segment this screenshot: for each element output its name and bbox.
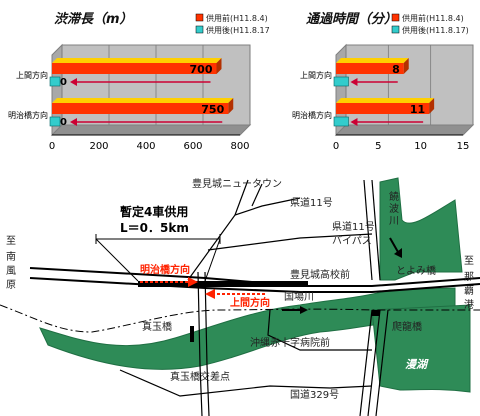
bar-after-label: 0 [60,77,67,88]
label-matama-crossing: 真玉橋交差点 [170,370,230,383]
reduction-arrowhead [70,118,77,126]
bar-after [49,76,61,87]
bar-before-side [228,98,234,114]
legend-swatch-before [195,13,204,22]
category-label: 明治橋方向 [8,110,48,120]
label-bypass-1: 県道11号 [332,220,375,233]
svg-text:波: 波 [389,202,399,215]
label-manko: 漫湖 [405,358,429,371]
x-tick-label: 400 [136,141,155,152]
label-ueno-direction: 上間方向 [230,296,270,309]
reduction-arrowhead [350,78,358,86]
location-map: 暫定4車供用 L＝0．5km 明治橋方向 上間方向 至 南 風 原 至 那 覇 … [0,177,480,416]
bar-before-top [52,58,222,63]
bar-before [52,103,229,114]
label-matama-bridge: 真玉橋 [142,320,172,333]
label-highschool: 豊見城高校前 [290,268,350,281]
label-meiji-direction: 明治橋方向 [140,263,190,276]
bar-before-side [216,58,222,74]
svg-text:港: 港 [464,299,474,311]
bar-value-label: 750 [201,103,224,116]
x-tick-label: 800 [230,141,249,152]
label-left-destination: 至 南 風 原 [6,235,16,291]
x-tick-label: 600 [183,141,202,152]
label-bypass-2: バイパス [332,235,372,247]
label-hiryu-bridge: 爬龍橋 [392,320,422,333]
legend: 供用前(H11.8.4) 供用後(H11.8.17) [391,13,469,35]
label-hospital: 沖縄赤十字病院前 [250,336,330,349]
travel-time-chart: 通過時間（分） 供用前(H11.8.4) 供用後(H11.8.17) 0 5 10 1… [292,11,475,152]
bar-before-side [403,58,409,74]
bridge-marker [190,326,194,342]
x-tick-label: 200 [89,141,108,152]
category-label: 明治橋方向 [292,110,332,120]
x-tick-label: 0 [49,141,55,152]
bar-after [333,76,349,87]
label-route329: 国道329号 [290,388,339,401]
category-label: 上間方向 [16,70,48,80]
legend-label-after: 供用後(H11.8.17) [402,25,469,35]
four-lane-section [138,281,308,287]
reduction-arrowhead [70,78,77,86]
x-tick-label: 0 [333,141,339,152]
river-flow-arrows [282,237,402,314]
label-river-upper: 饒 波 川 [389,190,399,227]
chart-title: 通過時間（分） [306,11,397,27]
plot-floor [50,124,252,136]
svg-text:覇: 覇 [464,285,474,297]
plot-floor [334,124,475,136]
legend: 供用前(H11.8.4) 供用後(H11.8.17) [195,13,270,35]
reduction-arrowhead [350,118,358,126]
legend-swatch-after [391,25,400,34]
x-tick-label: 10 [414,141,427,152]
chart-title: 渋滞長（m） [54,11,133,27]
bar-before-top [52,98,234,103]
bar-after [333,116,349,127]
bar-before [336,103,430,114]
svg-text:那: 那 [464,271,474,283]
bar-before-top [336,98,435,103]
svg-text:川: 川 [389,216,399,227]
label-tomiyoshi-bridge: とよみ橋 [396,264,436,277]
svg-text:南: 南 [6,250,16,263]
plot-area: 0 5 10 15 上間方向 8 明治橋方向 11 [292,43,475,152]
minor-roads [119,179,389,416]
bar-value-label: 700 [190,63,213,76]
bar-value-label: 11 [410,103,425,116]
label-kokuba-river: 国場川 [284,290,314,303]
river-area-lower-right [371,304,471,393]
svg-text:原: 原 [6,279,16,291]
bar-before-top [336,58,409,63]
legend-label-before: 供用前(H11.8.4) [402,13,464,23]
bar-before [336,63,404,74]
legend-swatch-after [195,25,204,34]
svg-text:至: 至 [464,255,474,267]
bar-before [52,63,217,74]
label-length: L＝0．5km [120,221,189,235]
x-tick-label: 15 [457,141,470,152]
label-newtown: 豊見城ニュータウン [192,177,282,190]
plot-area: 0 200 400 600 800 上間方向 700 0 明治橋方向 750 0 [8,43,252,152]
svg-text:至: 至 [6,235,16,247]
label-right-destination: 至 那 覇 港 [464,255,474,311]
label-kendo11: 県道11号 [290,196,333,209]
category-label: 上間方向 [300,70,332,80]
x-tick-label: 5 [375,141,381,152]
bar-value-label: 8 [392,63,400,76]
bar-before-side [429,98,435,114]
arrow-meiji-direction [140,277,198,287]
svg-text:饒: 饒 [389,190,399,203]
legend-swatch-before [391,13,400,22]
svg-text:風: 風 [6,265,16,277]
legend-label-after: 供用後(H11.8.17) [206,25,270,35]
bar-after [49,116,61,127]
section-bracket [95,234,221,282]
congestion-length-chart: 渋滞長（m） 供用前(H11.8.4) 供用後(H11.8.17) 0 200 40… [8,11,270,152]
bar-after-label: 0 [60,117,67,128]
legend-label-before: 供用前(H11.8.4) [206,13,268,23]
label-header: 暫定4車供用 [120,204,188,219]
arrow-ueno-direction [205,289,265,299]
bridge-marker [372,310,380,316]
